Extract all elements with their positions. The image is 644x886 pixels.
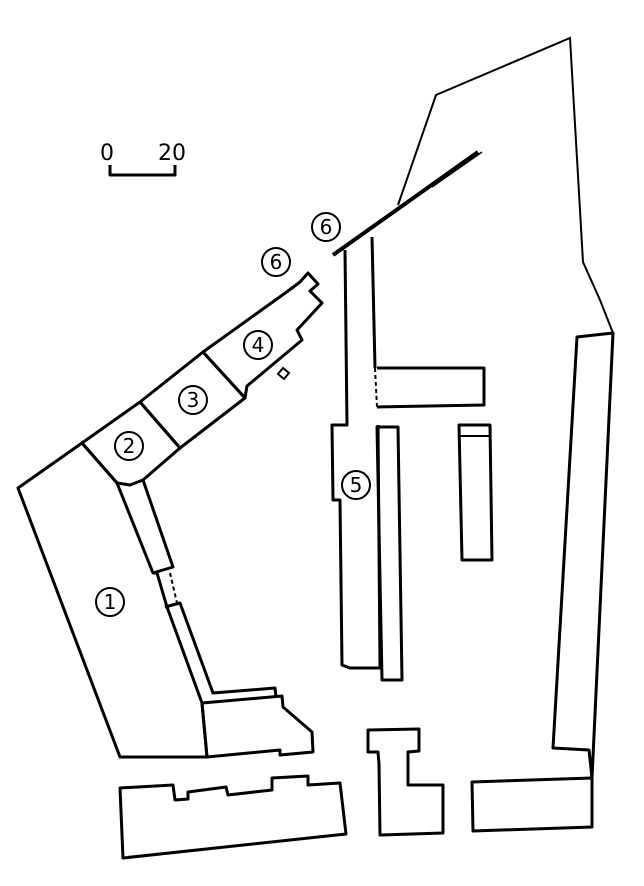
building-5-annex — [375, 425, 404, 682]
label-1: 1 — [104, 590, 117, 614]
building-5-spine — [370, 236, 377, 369]
corridor — [141, 479, 278, 698]
label-circle-6b — [311, 212, 341, 242]
quay-wall-double — [431, 151, 483, 188]
cross-building — [376, 366, 486, 409]
bottom-long-building — [118, 774, 348, 860]
scale-start-label: 0 — [100, 141, 114, 166]
label-circle-4 — [243, 330, 273, 360]
scale-end-label: 20 — [158, 141, 186, 166]
label-6a: 6 — [270, 250, 283, 274]
label-circle-5 — [341, 470, 371, 500]
label-circle-6a — [261, 247, 291, 277]
quay-wall — [331, 150, 480, 257]
label-circle-1 — [95, 587, 125, 617]
label-2: 2 — [123, 434, 136, 458]
right-tall-building — [551, 331, 615, 780]
label-6b: 6 — [320, 215, 333, 239]
building-5 — [330, 249, 382, 670]
label-5: 5 — [350, 473, 363, 497]
t-shaped-building — [366, 727, 445, 837]
label-4: 4 — [252, 333, 265, 357]
scale-bar: 0 20 — [100, 141, 186, 177]
lower-wing-building — [200, 694, 315, 759]
scale-bar-line — [108, 165, 177, 177]
label-markers: 1 2 3 4 5 6 6 — [95, 212, 371, 617]
detached-small-building — [457, 423, 494, 562]
building-5-spine-dashed — [374, 367, 378, 408]
label-3: 3 — [187, 388, 200, 412]
small-square-structure — [276, 366, 291, 381]
label-circle-2 — [114, 431, 144, 461]
bottom-right-building — [470, 776, 594, 833]
site-boundary — [397, 36, 614, 334]
building-4 — [201, 271, 324, 400]
label-circle-3 — [178, 385, 208, 415]
